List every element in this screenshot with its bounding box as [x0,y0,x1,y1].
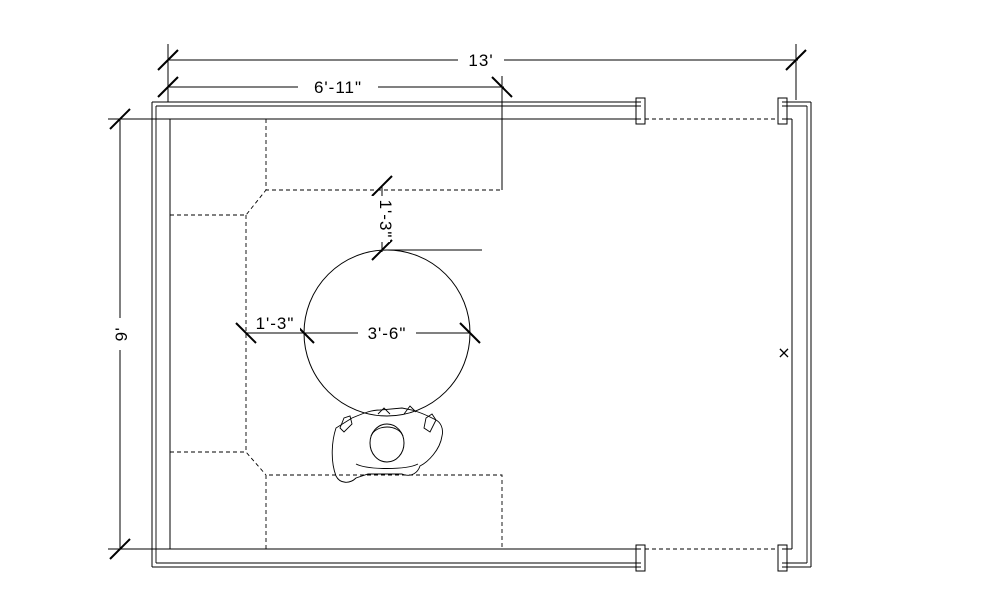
center-marker: × [777,343,790,362]
dimension-label-overall-depth: 9' [112,327,131,342]
wall-opening-jambs [635,97,788,572]
dimension-table-diameter: 3'-6" [304,322,481,344]
dimension-label-counter-width: 6'-11" [314,78,362,97]
dimension-label-table-clearance-left: 1'-3" [256,314,295,333]
dimension-label-table-diameter: 3'-6" [368,324,407,343]
built-in-bench-outline [170,119,503,549]
dimension-label-table-clearance-top: 1'-3" [376,200,395,239]
dimension-counter-width: 6'-11" [157,76,513,190]
room-walls [151,101,812,568]
dimension-table-clearance-left: 1'-3" [235,314,315,344]
dimension-table-clearance-top: 1'-3" [368,175,395,261]
dimension-overall-depth: 9' [108,108,170,560]
dimension-overall-width: 13' [157,44,807,100]
person-figure [331,405,443,483]
dimension-label-overall-width: 13' [468,51,493,70]
